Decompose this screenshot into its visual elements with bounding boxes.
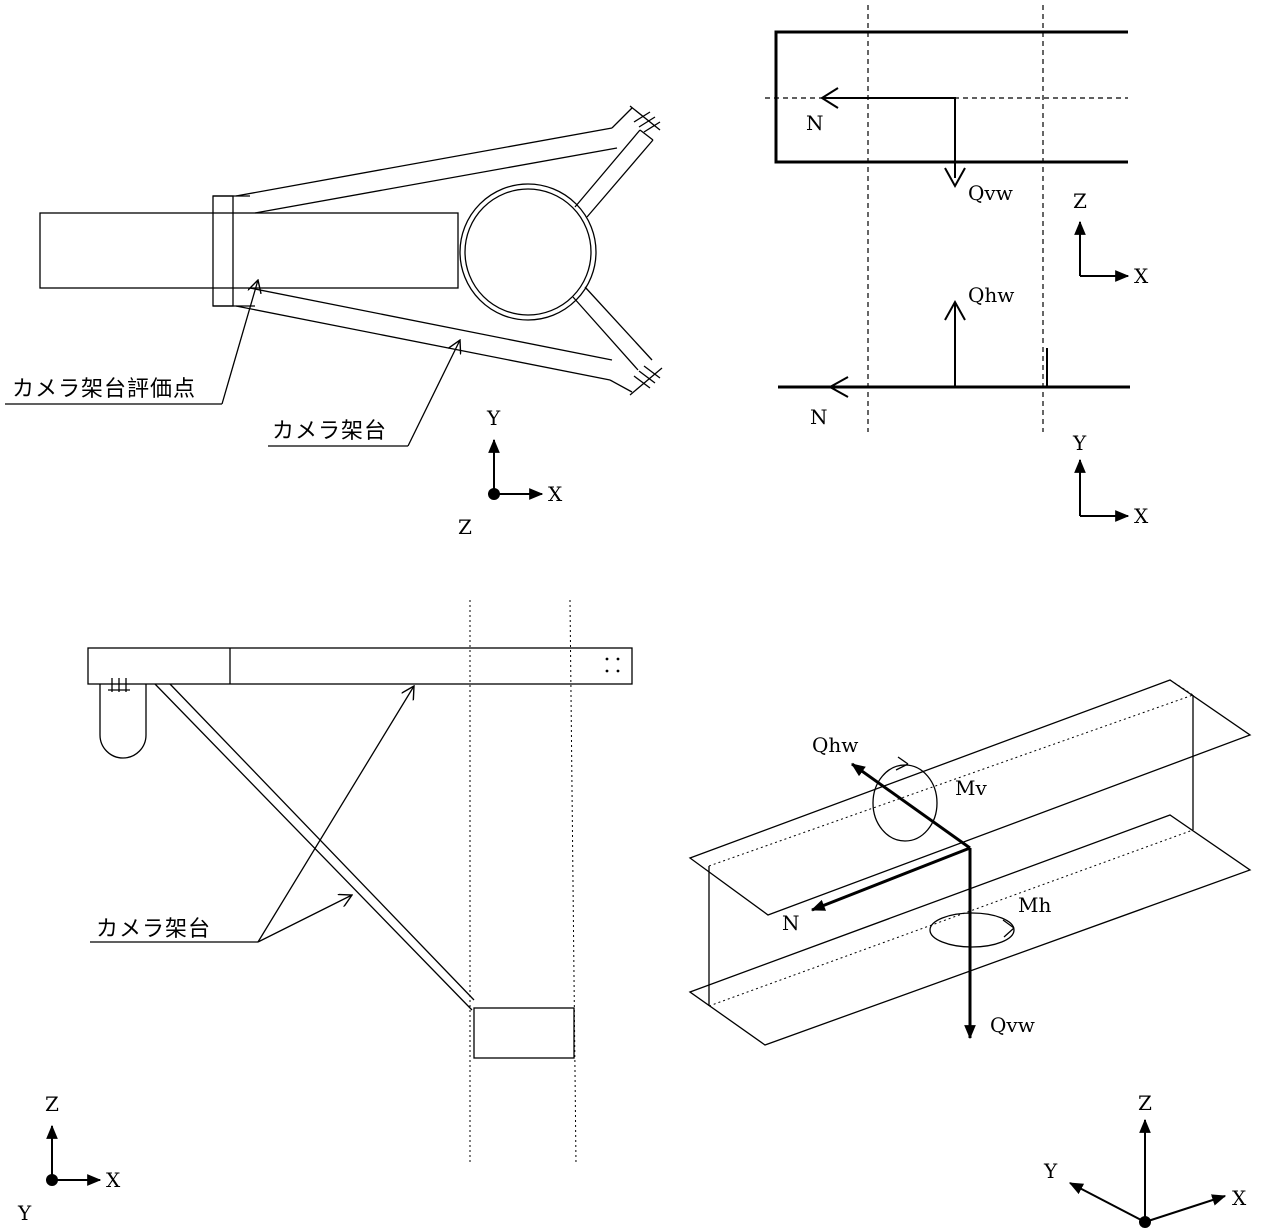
main-beam (39, 212, 459, 289)
elev-base-plate (473, 1007, 575, 1059)
top-member (774, 30, 1128, 164)
elev-beam (87, 647, 633, 685)
svg-text:Z: Z (1138, 1091, 1152, 1115)
iso-qhw-label: Qhw (812, 733, 858, 757)
bottom-n-label: N (810, 405, 828, 429)
iso-top-flange (688, 679, 1252, 916)
camera-body (99, 684, 147, 759)
pipe-inner (464, 188, 592, 316)
iso-axes: Z Y X (1043, 1091, 1247, 1228)
svg-text:X: X (548, 482, 563, 506)
plan-axes: Y X Z (458, 406, 563, 539)
section-axes-zx: Z X (1073, 189, 1149, 288)
top-n-label: N (806, 111, 824, 135)
svg-text:X: X (1134, 504, 1149, 528)
frame-label-plan: カメラ架台 (272, 419, 387, 444)
plan-view: カメラ架台評価点 カメラ架台 Y X Z (5, 105, 663, 539)
svg-text:Z: Z (458, 515, 472, 539)
svg-text:Z: Z (1073, 189, 1087, 213)
svg-text:X: X (106, 1168, 121, 1192)
svg-text:Y: Y (1072, 431, 1087, 455)
upper-brace (235, 105, 661, 218)
svg-text:Y: Y (1043, 1159, 1058, 1183)
bottom-qhw-label: Qhw (968, 283, 1014, 307)
svg-text:Y: Y (17, 1201, 32, 1225)
svg-text:Y: Y (486, 406, 501, 430)
iso-mv-label: Mv (955, 776, 987, 800)
elevation-view: カメラ架台 Z X Y (17, 599, 633, 1225)
lower-brace (235, 286, 663, 396)
elev-axes: Z X Y (17, 1092, 121, 1225)
iso-qvw-label: Qvw (990, 1013, 1035, 1037)
svg-text:X: X (1232, 1186, 1247, 1210)
top-qvw-label: Qvw (968, 181, 1013, 205)
iso-mh-label: Mh (1018, 893, 1051, 917)
eval-point-label: カメラ架台評価点 (12, 377, 196, 402)
frame-label-elev: カメラ架台 (96, 917, 211, 942)
section-view: N Qvw Qhw N Z X Y X (765, 5, 1149, 528)
section-axes-yx: Y X (1072, 431, 1149, 528)
svg-text:Z: Z (45, 1092, 59, 1116)
svg-text:X: X (1134, 264, 1149, 288)
iso-bottom-flange (688, 814, 1252, 1046)
pipe-outer (459, 183, 597, 321)
iso-n-label: N (782, 911, 800, 935)
iso-view: Qhw Mv N Mh Qvw Z Y X (688, 679, 1252, 1228)
